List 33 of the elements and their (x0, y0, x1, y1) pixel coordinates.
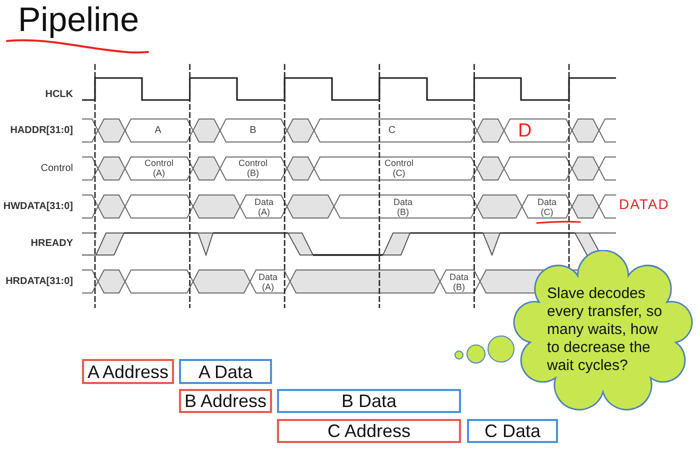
signal-name: HWDATA[31:0] (3, 202, 73, 212)
bus-value: Data (B) (450, 272, 468, 292)
address-phase-box (277, 419, 461, 443)
phase-label: A Address (87, 362, 169, 380)
handwritten-note: DATAD (619, 197, 670, 211)
bus-value: Control (A) (144, 158, 174, 178)
bus-value: Data (C) (538, 197, 556, 217)
phase-label: C Data (484, 422, 541, 440)
phase-label: B Data (341, 392, 397, 410)
signal-name: HCLK (45, 90, 73, 100)
address-phase-box (179, 389, 272, 413)
bus-value: Control (C) (384, 158, 414, 178)
signal-name: Control (40, 164, 73, 174)
bus-value: B (250, 126, 256, 136)
phase-label: A Data (198, 362, 253, 380)
handwritten-note: D (518, 122, 532, 140)
data-phase-box (467, 419, 558, 443)
data-phase-box (277, 389, 461, 413)
signal-name: HADDR[31:0] (10, 126, 73, 136)
bus-value: Data (A) (254, 197, 274, 217)
phase-label: C Address (327, 422, 411, 440)
bus-value: Data (B) (394, 197, 412, 217)
bus-value: Control (B) (238, 158, 268, 178)
bus-value: Data (A) (258, 272, 278, 292)
address-phase-box (82, 359, 174, 384)
bus-value: C (388, 126, 396, 136)
title: Pipeline (18, 3, 139, 37)
cloud-text: Slave decodes every transfer, so many waits, how to decrease the wait cycles? (547, 285, 664, 375)
phase-label: B Address (184, 392, 267, 410)
bus-value: A (154, 126, 162, 136)
data-phase-box (179, 359, 272, 384)
signal-name: HRDATA[31:0] (6, 277, 73, 287)
signal-name: HREADY (30, 239, 73, 249)
